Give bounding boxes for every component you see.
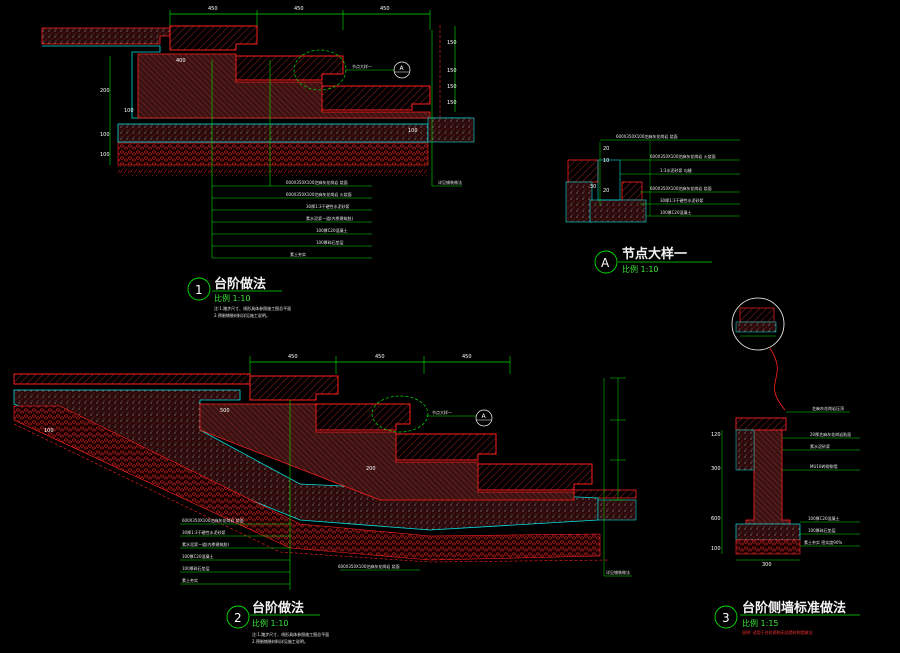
d2-bottom-label: 600X350X100芝麻灰花岗岩 烧面 [338, 563, 400, 569]
d3-dim-5: 300 [762, 562, 772, 568]
d3-layer-5: 100厚C20混凝土 [808, 515, 840, 521]
da-layer-4: 600X350X100芝麻灰花岗岩 烧面 [650, 185, 712, 191]
d3-zoom-circle [731, 297, 785, 351]
d1-dim-left-3: 100 [100, 132, 110, 138]
da-layer-6: 100厚C20混凝土 [660, 209, 692, 215]
d3-layer-3: 素水泥砂浆 [810, 443, 830, 449]
d1-side-label: 详见铺装做法 [438, 179, 462, 185]
d3-dim-1: 120 [711, 432, 721, 438]
d3-dim-4: 100 [711, 546, 721, 552]
d2-layer-4: 100厚C20混凝土 [182, 553, 214, 559]
d1-scale: 比例 1:10 [214, 293, 251, 303]
d1-callout-text: 节点大样一 [352, 63, 372, 69]
d1-dim-inner-2: 100 [408, 128, 418, 134]
d1-dim-top-1: 450 [208, 6, 218, 12]
d2-callout-ref: A [482, 413, 487, 420]
d3-dim-2: 300 [711, 466, 721, 472]
d3-layer-7: 素土夯实 密实度90% [804, 539, 842, 545]
d1-number-circle [187, 277, 211, 301]
d3-layer-2: 20厚芝麻灰花岗岩贴面 [810, 431, 851, 437]
da-dim-2: 10 [603, 158, 609, 164]
da-dim-3: 20 [603, 188, 609, 194]
da-dim-4: 30 [590, 184, 596, 190]
d3-layer-4: MU10砖砌侧墙 [810, 463, 837, 469]
d3-title: 台阶侧墙标准做法 [742, 600, 846, 616]
detail-1-section: 450 450 450 详见铺装做法 150 150 150 150 200 [41, 6, 475, 318]
d2-layer-1: 600X350X100芝麻灰花岗岩 烧面 [182, 517, 244, 523]
d2-layer-5: 100厚碎石垫层 [182, 565, 210, 571]
d1-layer-1: 600X350X100芝麻灰花岗岩 烧面 [286, 179, 348, 185]
da-number-circle [594, 250, 618, 274]
d2-dim-top-3: 450 [462, 354, 472, 360]
d2-layer-3: 素水泥浆一道(内掺建筑胶) [182, 541, 230, 547]
da-scale: 比例 1:10 [622, 264, 659, 274]
da-dim-1: 20 [603, 146, 609, 152]
d1-layer-4: 素水泥浆一道(内掺建筑胶) [306, 215, 354, 221]
da-layer-1: 600X350X100芝麻灰花岗岩 烧面 [616, 133, 678, 139]
d3-layer-1: 芝麻灰花岗岩压顶 [812, 405, 844, 411]
d2-callout-text: 节点大样一 [432, 409, 452, 415]
d2-dim-left-3: 200 [366, 466, 376, 472]
detail-2-section: 450 450 450 详见铺装做法 100 500 200 [13, 354, 637, 644]
d1-dim-right-1: 150 [447, 40, 457, 46]
d2-dim-top-1: 450 [288, 354, 298, 360]
d2-layer-6: 素土夯实 [182, 577, 198, 583]
d2-side-label: 详见铺装做法 [606, 569, 630, 575]
d1-layer-7: 素土夯实 [290, 251, 306, 257]
d2-scale: 比例 1:10 [252, 618, 289, 628]
d2-note-2: 2.预制铺装材料详见施工说明。 [252, 638, 308, 644]
d1-note-1: 注:1.踏步尺寸、线形具体参照施工图总平面 [214, 305, 291, 311]
da-number: A [601, 256, 610, 270]
d3-note: 说明: 适用于台阶两侧无挡墙时侧墙做法 [742, 629, 813, 635]
d1-callout-ref: A [400, 65, 405, 72]
d1-dim-left-1: 200 [100, 88, 110, 94]
d3-scale: 比例 1:15 [742, 618, 779, 628]
detail-3-side-wall: 120 300 600 100 300 芝麻灰花岗岩压顶 20厚芝麻灰花岗岩贴面… [711, 297, 860, 635]
d1-dim-top-3: 450 [380, 6, 390, 12]
d1-dim-inner-1: 400 [176, 58, 186, 64]
d1-number: 1 [195, 283, 203, 297]
da-layer-5: 30厚1:3干硬性水泥砂浆 [660, 197, 704, 203]
d1-layer-3: 30厚1:3干硬性水泥砂浆 [306, 203, 350, 209]
d2-number-circle [226, 605, 250, 629]
d1-title: 台阶做法 [214, 276, 266, 292]
d1-layer-6: 100厚碎石垫层 [316, 239, 344, 245]
da-layer-2: 600X350X100芝麻灰花岗岩 火烧面 [650, 153, 716, 159]
d1-dim-top-2: 450 [294, 6, 304, 12]
d2-number: 2 [234, 611, 242, 625]
d2-title: 台阶做法 [252, 600, 304, 616]
d1-dim-right-2: 150 [447, 68, 457, 74]
da-title: 节点大样一 [622, 246, 687, 262]
d3-dim-3: 600 [711, 516, 721, 522]
d2-dim-left-2: 500 [220, 408, 230, 414]
detail-a-node: 20 10 20 30 600X350X100芝麻灰花岗岩 烧面 600X350… [565, 133, 740, 274]
d1-dim-right-4: 150 [447, 100, 457, 106]
d1-dim-right-3: 150 [447, 84, 457, 90]
d1-note-2: 2.预制铺装材料详见施工说明。 [214, 312, 270, 318]
d2-dim-left-1: 100 [44, 428, 54, 434]
d3-number-circle [714, 605, 738, 629]
da-layer-3: 1:3水泥砂浆 勾缝 [660, 167, 692, 173]
d3-number: 3 [722, 611, 730, 625]
d2-note-1: 注:1.踏步尺寸、线形具体参照施工图总平面 [252, 631, 329, 637]
d2-dim-top-2: 450 [375, 354, 385, 360]
d2-layer-2: 30厚1:3干硬性水泥砂浆 [182, 529, 226, 535]
d1-layer-2: 600X350X100芝麻灰花岗岩 火烧面 [286, 191, 352, 197]
d1-dim-left-2: 100 [124, 108, 134, 114]
d1-dim-left-4: 100 [100, 152, 110, 158]
d3-layer-6: 100厚碎石垫层 [808, 527, 836, 533]
d1-layer-5: 100厚C20混凝土 [316, 227, 348, 233]
